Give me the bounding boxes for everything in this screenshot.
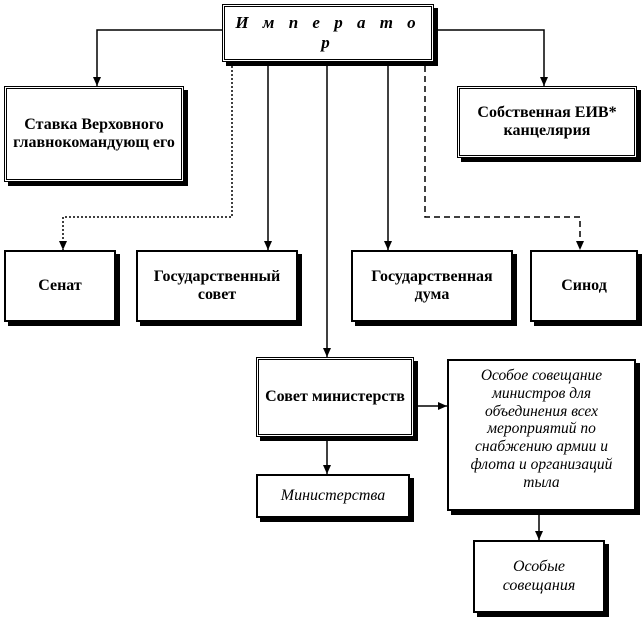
node-senate-label: Сенат [38,276,82,294]
node-synod: Синод [530,250,638,322]
node-council-of-ministers: Совет министерств [256,357,414,437]
node-stavka-label: Ставка Верховного главнокомандующ его [13,115,175,151]
node-state-council-label: Государственный совет [153,267,281,303]
node-special-meetings-label: Особые совещания [502,558,576,594]
node-stavka: Ставка Верховного главнокомандующ его [4,86,184,182]
node-chancellery: Собственная ЕИВ* канцелярия [457,86,637,158]
connector-emperor-synod [424,66,584,250]
node-chancellery-label: Собственная ЕИВ* канцелярия [477,103,617,139]
node-emperor: И м п е р а т о р [222,4,434,62]
node-council-of-ministers-label: Совет министерств [265,387,405,405]
node-state-council: Государственный совет [136,250,298,322]
node-ministries: Министерства [256,474,410,518]
node-state-duma: Государственная дума [351,250,513,322]
node-state-duma-label: Государственная дума [371,267,493,303]
connector-emperor-senate [59,66,233,250]
node-special-meeting-label: Особое совещание министров для объединен… [470,367,613,491]
connector-emperor-chancellery [433,29,548,86]
node-emperor-label: И м п е р а т о р [235,13,421,52]
node-special-meetings: Особые совещания [473,540,605,613]
connector-emperor-stavka [93,29,222,86]
node-senate: Сенат [4,250,116,322]
node-synod-label: Синод [561,276,607,294]
node-special-meeting: Особое совещание министров для объединен… [447,359,636,511]
node-ministries-label: Министерства [280,486,386,504]
